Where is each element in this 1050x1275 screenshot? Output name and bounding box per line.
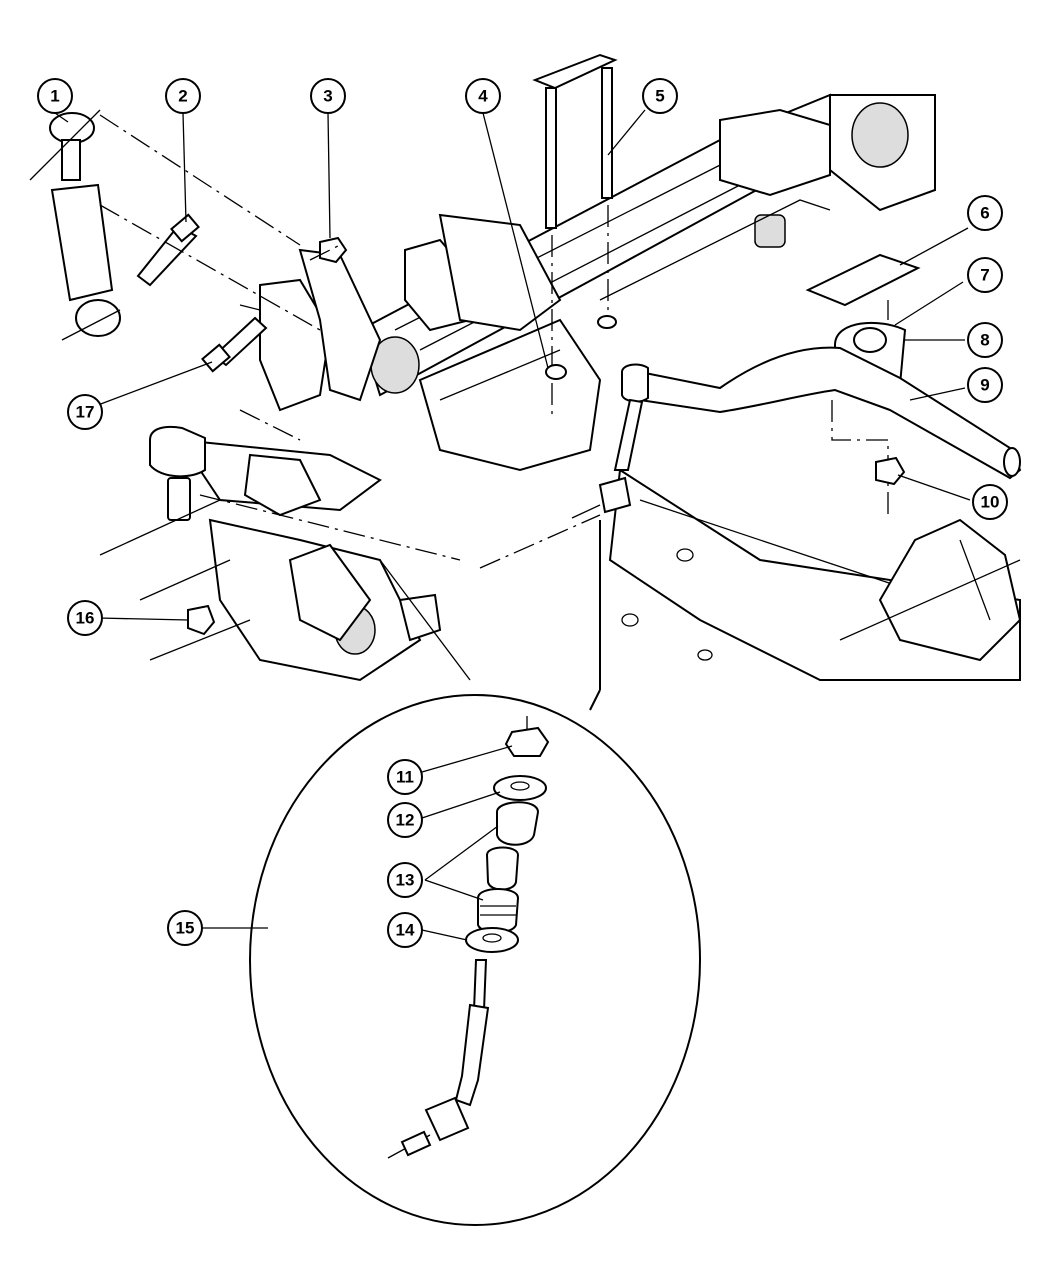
callout-17: 17 (67, 394, 103, 430)
callout-13: 13 (387, 862, 423, 898)
detail-oval (249, 520, 701, 1226)
callout-8-label: 8 (980, 331, 989, 350)
callout-14: 14 (387, 912, 423, 948)
callout-10: 10 (972, 484, 1008, 520)
callout-4-label: 4 (478, 87, 488, 106)
callout-6: 6 (967, 195, 1003, 231)
callout-14-label: 14 (396, 921, 415, 940)
callout-7: 7 (967, 257, 1003, 293)
callout-6-label: 6 (980, 204, 989, 223)
callout-7-label: 7 (980, 266, 989, 285)
callout-16: 16 (67, 600, 103, 636)
callout-16-label: 16 (76, 609, 95, 628)
callout-8: 8 (967, 322, 1003, 358)
callout-12-label: 12 (396, 811, 415, 830)
frame-rail (358, 93, 1022, 681)
control-arm-assembly (99, 248, 471, 682)
callout-1-label: 1 (50, 87, 59, 106)
assembly-lines (99, 114, 461, 561)
callout-4: 4 (465, 78, 501, 114)
callout-11-label: 11 (396, 768, 414, 787)
sway-bar-link (479, 398, 644, 569)
callout-17-label: 17 (76, 403, 95, 422)
callout-3: 3 (310, 78, 346, 114)
callout-9: 9 (967, 367, 1003, 403)
callout-15: 15 (167, 910, 203, 946)
bolt-17 (201, 316, 268, 373)
bolt-2 (136, 213, 200, 287)
callout-2: 2 (165, 78, 201, 114)
callout-3-label: 3 (323, 87, 332, 106)
shock-absorber (29, 109, 121, 341)
leader-lines (54, 109, 971, 941)
callout-12: 12 (387, 802, 423, 838)
callout-5-label: 5 (655, 87, 664, 106)
callout-13-label: 13 (396, 871, 415, 890)
callout-2-label: 2 (178, 87, 187, 106)
callout-11: 11 (387, 759, 423, 795)
bushing-bracket (805, 253, 921, 520)
callout-15-label: 15 (176, 919, 195, 938)
exploded-link-parts (387, 716, 550, 1159)
u-bolt-retainer (532, 53, 618, 420)
callout-1: 1 (37, 78, 73, 114)
stabilizer-bar (621, 346, 1022, 480)
callout-10-label: 10 (981, 493, 1000, 512)
callout-9-label: 9 (980, 376, 989, 395)
callout-5: 5 (642, 78, 678, 114)
nut-16 (187, 604, 216, 636)
